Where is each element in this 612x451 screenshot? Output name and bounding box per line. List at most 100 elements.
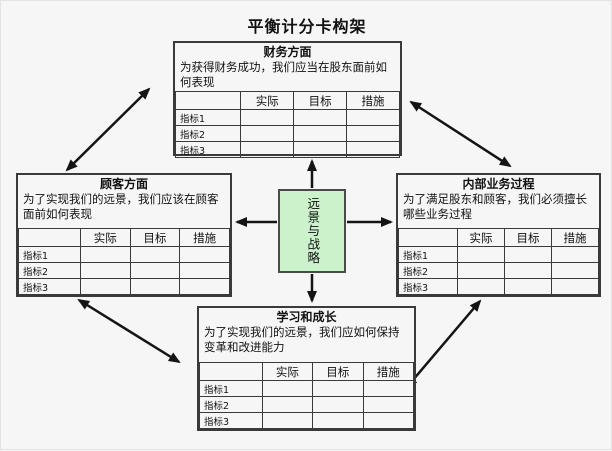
empty-cell [312, 380, 364, 397]
vision-strategy-label: 远景与战略 [305, 197, 321, 265]
column-header-target: 目标 [312, 362, 364, 381]
column-header-measure: 措施 [346, 91, 400, 111]
panel-customer-title: 顾客方面 [99, 177, 148, 191]
row-label-indicator-2: 指标2 [174, 125, 242, 143]
empty-cell [129, 246, 181, 263]
panel-finance-title: 财务方面 [263, 45, 312, 59]
row-label-indicator-1: 指标1 [199, 380, 263, 397]
empty-cell [261, 412, 314, 429]
panel-internal-description: 为了满足股东和顾客，我们必须擅长哪些业务过程 [403, 192, 587, 222]
empty-cell [312, 396, 364, 413]
column-header-actual: 实际 [240, 91, 295, 111]
empty-cell [293, 125, 348, 143]
empty-cell [551, 246, 599, 263]
column-header-target: 目标 [504, 228, 552, 247]
panel-learning-table: 实际 目标 措施 指标1 指标2 指标3 [199, 362, 415, 429]
empty-cell [179, 278, 230, 295]
column-header-actual: 实际 [79, 228, 131, 247]
table-corner-cell [174, 91, 242, 111]
column-header-actual: 实际 [261, 362, 314, 381]
table-row: 指标3 [199, 412, 415, 429]
table-row: 指标3 [174, 141, 400, 159]
empty-cell [504, 246, 552, 263]
table-row: 指标1 [398, 246, 599, 263]
empty-cell [293, 141, 348, 159]
column-header-measure: 措施 [551, 228, 599, 247]
row-label-indicator-2: 指标2 [199, 396, 263, 413]
panel-internal-table: 实际 目标 措施 指标1 指标2 指标3 [398, 228, 599, 295]
empty-cell [346, 109, 400, 127]
empty-cell [362, 396, 415, 413]
empty-cell [79, 278, 131, 295]
row-label-indicator-3: 指标3 [18, 278, 81, 295]
panel-finance: 财务方面 为获得财务成功，我们应当在股东面前如何表现 实际 目标 措施 指标1 … [173, 41, 402, 159]
arrow-customer-finance-icon [65, 87, 151, 172]
table-header-row: 实际 目标 措施 [18, 228, 230, 247]
table-row: 指标2 [18, 262, 230, 279]
row-label-indicator-3: 指标3 [199, 412, 263, 429]
empty-cell [240, 141, 295, 159]
row-label-indicator-2: 指标2 [398, 262, 458, 279]
arrow-learning-internal-icon [405, 299, 482, 389]
empty-cell [179, 262, 230, 279]
empty-cell [129, 278, 181, 295]
table-corner-cell [199, 362, 263, 381]
table-header-row: 实际 目标 措施 [398, 228, 599, 247]
row-label-indicator-3: 指标3 [174, 141, 242, 159]
row-label-indicator-1: 指标1 [174, 109, 242, 127]
arrow-finance-internal-icon [409, 100, 512, 168]
empty-cell [293, 109, 348, 127]
panel-internal-title: 内部业务过程 [462, 177, 535, 191]
arrow-customer-learning-icon [77, 298, 181, 364]
table-corner-cell [18, 228, 81, 247]
column-header-measure: 措施 [362, 362, 415, 381]
table-corner-cell [398, 228, 458, 247]
empty-cell [240, 125, 295, 143]
empty-cell [362, 412, 415, 429]
empty-cell [551, 278, 599, 295]
table-row: 指标2 [199, 396, 415, 413]
table-row: 指标1 [174, 109, 400, 127]
empty-cell [261, 396, 314, 413]
table-row: 指标2 [398, 262, 599, 279]
empty-cell [346, 125, 400, 143]
row-label-indicator-1: 指标1 [398, 246, 458, 263]
row-label-indicator-1: 指标1 [18, 246, 81, 263]
empty-cell [261, 380, 314, 397]
empty-cell [504, 262, 552, 279]
column-header-measure: 措施 [179, 228, 230, 247]
table-header-row: 实际 目标 措施 [199, 362, 415, 381]
empty-cell [457, 246, 505, 263]
page-title: 平衡计分卡构架 [247, 17, 367, 36]
panel-customer-table: 实际 目标 措施 指标1 指标2 指标3 [18, 228, 230, 295]
empty-cell [312, 412, 364, 429]
table-row: 指标1 [199, 380, 415, 397]
panel-customer: 顾客方面 为了实现我们的远景，我们应该在顾客面前如何表现 实际 目标 措施 指标… [16, 173, 232, 297]
table-row: 指标3 [18, 278, 230, 295]
empty-cell [346, 141, 400, 159]
empty-cell [457, 262, 505, 279]
vision-strategy-box: 远景与战略 [278, 189, 346, 273]
empty-cell [457, 278, 505, 295]
empty-cell [79, 262, 131, 279]
table-row: 指标3 [398, 278, 599, 295]
empty-cell [240, 109, 295, 127]
panel-finance-table: 实际 目标 措施 指标1 指标2 指标3 [174, 91, 400, 159]
panel-finance-description: 为获得财务成功，我们应当在股东面前如何表现 [180, 60, 387, 90]
column-header-actual: 实际 [457, 228, 505, 247]
panel-internal-process: 内部业务过程 为了满足股东和顾客，我们必须擅长哪些业务过程 实际 目标 措施 指… [396, 173, 601, 297]
empty-cell [362, 380, 415, 397]
empty-cell [79, 246, 131, 263]
table-row: 指标2 [174, 125, 400, 143]
empty-cell [551, 262, 599, 279]
panel-learning-growth: 学习和成长 为了实现我们的远景，我们应如何保持变革和改进能力 实际 目标 措施 … [197, 306, 416, 431]
column-header-target: 目标 [293, 91, 348, 111]
column-header-target: 目标 [129, 228, 181, 247]
row-label-indicator-3: 指标3 [398, 278, 458, 295]
row-label-indicator-2: 指标2 [18, 262, 81, 279]
panel-learning-title: 学习和成长 [276, 310, 337, 324]
table-row: 指标1 [18, 246, 230, 263]
empty-cell [179, 246, 230, 263]
empty-cell [129, 262, 181, 279]
